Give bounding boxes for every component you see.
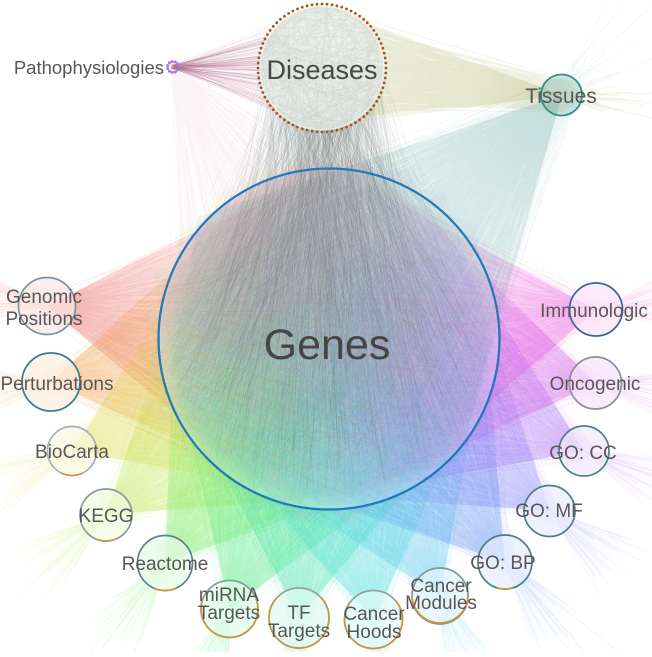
svg-text:Diseases: Diseases bbox=[266, 55, 377, 85]
svg-text:Genes: Genes bbox=[264, 321, 391, 369]
svg-text:Perturbations: Perturbations bbox=[0, 374, 113, 395]
svg-text:Genomic: Genomic bbox=[6, 287, 82, 308]
svg-text:Oncogenic: Oncogenic bbox=[550, 374, 641, 395]
svg-text:Targets: Targets bbox=[268, 621, 330, 642]
svg-text:Cancer: Cancer bbox=[343, 604, 405, 625]
svg-text:Immunologic: Immunologic bbox=[540, 301, 648, 322]
svg-text:KEGG: KEGG bbox=[79, 506, 134, 527]
svg-text:Pathophysiologies: Pathophysiologies bbox=[14, 57, 164, 78]
svg-text:Cancer: Cancer bbox=[410, 576, 472, 597]
svg-text:Reactome: Reactome bbox=[122, 554, 209, 575]
svg-text:Positions: Positions bbox=[5, 309, 82, 330]
svg-text:BioCarta: BioCarta bbox=[35, 442, 109, 463]
svg-text:miRNA: miRNA bbox=[199, 585, 259, 606]
svg-text:Tissues: Tissues bbox=[525, 85, 597, 108]
svg-text:GO: MF: GO: MF bbox=[515, 501, 583, 522]
svg-text:TF: TF bbox=[287, 603, 310, 624]
svg-text:GO: BP: GO: BP bbox=[470, 553, 535, 574]
svg-text:Modules: Modules bbox=[405, 593, 477, 614]
svg-text:GO: CC: GO: CC bbox=[549, 443, 617, 464]
svg-text:Hoods: Hoods bbox=[347, 622, 402, 643]
svg-text:Targets: Targets bbox=[198, 603, 260, 624]
